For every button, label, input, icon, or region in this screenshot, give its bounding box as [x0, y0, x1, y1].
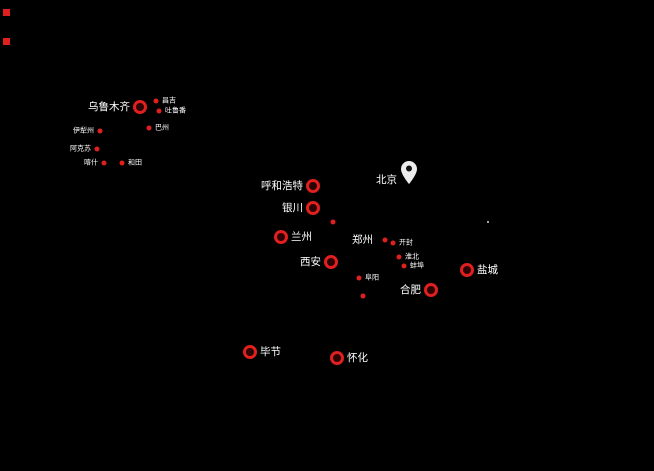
beijing-pin[interactable] — [401, 161, 417, 184]
edge-marker-square — [3, 9, 10, 16]
unlabeled-point[interactable] — [330, 219, 336, 225]
city-marker[interactable] — [401, 263, 407, 269]
city-label: 合肥 — [400, 283, 421, 296]
city-label: 毕节 — [260, 345, 281, 358]
city-marker[interactable] — [390, 240, 396, 246]
city-marker[interactable] — [101, 160, 107, 166]
city-marker[interactable] — [306, 179, 320, 193]
city-label: 和田 — [128, 158, 142, 167]
city-label: 阜阳 — [365, 273, 379, 282]
city-marker[interactable] — [330, 351, 344, 365]
city-marker[interactable] — [156, 108, 162, 114]
city-label: 蚌埠 — [410, 261, 424, 270]
city-marker[interactable] — [153, 98, 159, 104]
city-marker[interactable] — [146, 125, 152, 131]
city-label: 开封 — [399, 238, 413, 247]
map-speck — [487, 221, 489, 223]
city-label: 怀化 — [347, 351, 368, 364]
city-marker[interactable] — [274, 230, 288, 244]
city-label: 银川 — [282, 201, 303, 214]
city-marker[interactable] — [306, 201, 320, 215]
city-label: 巴州 — [155, 123, 169, 132]
city-label: 呼和浩特 — [261, 179, 303, 192]
city-marker[interactable] — [119, 160, 125, 166]
city-marker[interactable] — [133, 100, 147, 114]
city-marker[interactable] — [324, 255, 338, 269]
city-label: 伊犁州 — [73, 126, 94, 135]
city-marker[interactable] — [396, 254, 402, 260]
city-label: 郑州 — [352, 233, 373, 246]
city-label: 兰州 — [291, 230, 312, 243]
city-label: 昌吉 — [162, 96, 176, 105]
edge-marker-square — [3, 38, 10, 45]
city-label: 淮北 — [405, 252, 419, 261]
city-marker[interactable] — [356, 275, 362, 281]
city-label: 盐城 — [477, 263, 498, 276]
unlabeled-point[interactable] — [360, 293, 366, 299]
city-label: 阿克苏 — [70, 144, 91, 153]
city-marker[interactable] — [94, 146, 100, 152]
city-marker[interactable] — [460, 263, 474, 277]
city-marker[interactable] — [382, 237, 388, 243]
city-label-beijing: 北京 — [376, 173, 397, 186]
city-label: 乌鲁木齐 — [88, 100, 130, 113]
city-marker[interactable] — [243, 345, 257, 359]
city-label: 吐鲁番 — [165, 106, 186, 115]
location-pin-icon — [401, 161, 417, 188]
city-marker[interactable] — [424, 283, 438, 297]
city-label: 西安 — [300, 255, 321, 268]
city-marker[interactable] — [97, 128, 103, 134]
city-label: 喀什 — [84, 158, 98, 167]
